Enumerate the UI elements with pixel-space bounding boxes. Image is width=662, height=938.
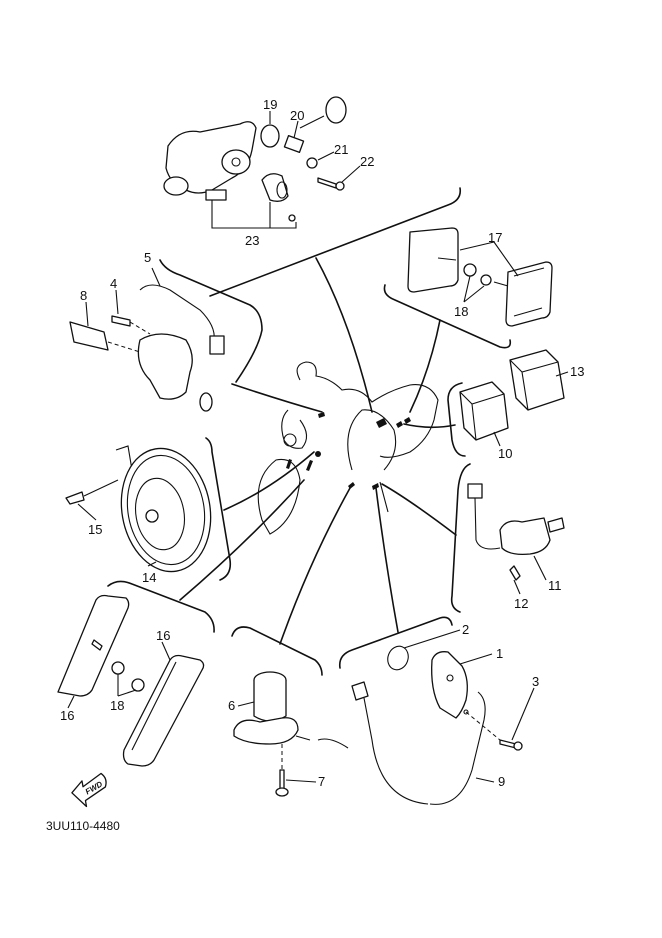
relay-10 <box>459 381 509 441</box>
motorcycle-silhouette <box>257 361 439 535</box>
callout-12: 12 <box>514 596 528 611</box>
washer-21 <box>306 157 318 169</box>
callout-13: 13 <box>570 364 584 379</box>
callout-19: 19 <box>263 97 277 112</box>
leader-solenoid <box>381 483 457 536</box>
callout-16-right: 16 <box>156 628 170 643</box>
group-bracket-rear-reflector <box>383 284 512 349</box>
group-bracket-side-reflectors <box>107 580 215 633</box>
callout-3: 3 <box>532 674 539 689</box>
callout-2: 2 <box>462 622 469 637</box>
callout-18-rear: 18 <box>454 304 468 319</box>
connector-11 <box>467 483 483 499</box>
fwd-arrow: FWD <box>71 772 107 808</box>
group-bracket-sensor-left <box>159 259 263 383</box>
sensor-unit-group <box>233 671 349 797</box>
callout-17: 17 <box>488 230 502 245</box>
left-sensor-group <box>69 284 225 412</box>
pickup-group <box>351 645 523 805</box>
callout-16-left: 16 <box>60 708 74 723</box>
callout-4: 4 <box>110 276 117 291</box>
group-bracket-solenoid <box>450 463 471 613</box>
group-bracket-top <box>209 187 462 297</box>
group-bracket-relays <box>447 382 466 457</box>
leader-pickup <box>375 487 399 633</box>
leader-side-reflectors <box>179 479 305 601</box>
o-ring-2 <box>387 645 409 671</box>
horn-group <box>65 445 212 573</box>
collar-20 <box>283 134 305 154</box>
callout-10: 10 <box>498 446 512 461</box>
callout-1: 1 <box>496 646 503 661</box>
callout-labels: 19 20 21 22 23 5 4 8 17 18 13 10 11 12 1… <box>60 97 584 789</box>
leader-relays <box>403 423 456 429</box>
grommet-19 <box>260 124 280 148</box>
sensor-body <box>261 173 289 202</box>
connector-5 <box>209 335 225 355</box>
group-bracket-pickup <box>338 616 453 669</box>
callout-20: 20 <box>290 108 304 123</box>
callout-6: 6 <box>228 698 235 713</box>
relay-13 <box>509 349 565 411</box>
callout-5: 5 <box>144 250 151 265</box>
callout-21: 21 <box>334 142 348 157</box>
callout-14: 14 <box>142 570 156 585</box>
group-bracket-horn <box>205 437 232 581</box>
side-reflectors-group <box>57 594 205 767</box>
callout-15: 15 <box>88 522 102 537</box>
leader-sensor-unit <box>279 487 351 645</box>
callout-23: 23 <box>245 233 259 248</box>
screw-12 <box>509 565 521 581</box>
leader-top <box>315 257 373 413</box>
callout-9: 9 <box>498 774 505 789</box>
callout-leaders <box>67 111 569 783</box>
relays-group <box>459 349 565 441</box>
switch-8 <box>69 321 109 351</box>
callout-18-side: 18 <box>110 698 124 713</box>
bolt-7 <box>279 769 285 791</box>
group-bracket-sensor-unit <box>231 626 323 676</box>
drawing-code: 3UU110-4480 <box>46 819 120 833</box>
bolt-15 <box>65 491 85 505</box>
sensor-4 <box>111 315 131 327</box>
connector <box>325 96 347 124</box>
callout-8: 8 <box>80 288 87 303</box>
leader-sensor-left <box>231 383 323 413</box>
rear-reflector-group <box>407 227 553 327</box>
callout-11: 11 <box>548 578 562 593</box>
callout-22: 22 <box>360 154 374 169</box>
speed-sensor-group <box>163 96 347 229</box>
leader-rear-reflector <box>409 319 441 413</box>
callout-7: 7 <box>318 774 325 789</box>
bolt-22 <box>317 177 337 189</box>
leader-horn <box>223 451 315 511</box>
solenoid-group <box>467 483 565 581</box>
